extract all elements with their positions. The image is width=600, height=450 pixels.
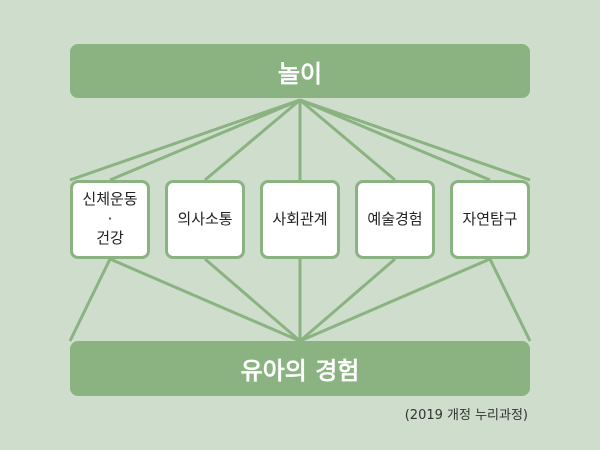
connector-line bbox=[68, 258, 112, 342]
area-label-dot: · bbox=[107, 209, 113, 228]
area-box-art-experience: 예술경험 bbox=[355, 180, 435, 259]
connector-line bbox=[204, 98, 301, 182]
connector-line bbox=[69, 98, 301, 182]
connector-line bbox=[488, 258, 532, 342]
area-box-social-relations: 사회관계 bbox=[260, 180, 340, 259]
child-experience-bottom-bar: 유아의 경험 bbox=[70, 341, 530, 396]
area-label: 건강 bbox=[96, 229, 124, 248]
area-label: 신체운동 bbox=[82, 190, 138, 209]
area-box-physical-health: 신체운동 · 건강 bbox=[70, 180, 150, 259]
area-label: 의사소통 bbox=[177, 209, 233, 228]
top-label: 놀이 bbox=[277, 59, 323, 88]
play-top-bar: 놀이 bbox=[70, 44, 530, 98]
bottom-label: 유아의 경험 bbox=[240, 357, 360, 385]
connector-line bbox=[299, 98, 531, 182]
area-box-nature-inquiry: 자연탐구 bbox=[450, 180, 530, 259]
connector-line bbox=[299, 257, 491, 343]
area-label: 예술경험 bbox=[367, 209, 423, 228]
area-label: 사회관계 bbox=[272, 209, 328, 228]
connector-line bbox=[299, 98, 491, 182]
connector-line bbox=[204, 257, 301, 343]
area-box-communication: 의사소통 bbox=[165, 180, 245, 259]
connector-line bbox=[109, 98, 301, 182]
source-caption: (2019 개정 누리과정) bbox=[404, 408, 528, 423]
connector-line bbox=[109, 257, 301, 343]
connector-line bbox=[299, 257, 396, 343]
connector-line bbox=[299, 98, 396, 182]
area-label: 자연탐구 bbox=[462, 209, 518, 228]
